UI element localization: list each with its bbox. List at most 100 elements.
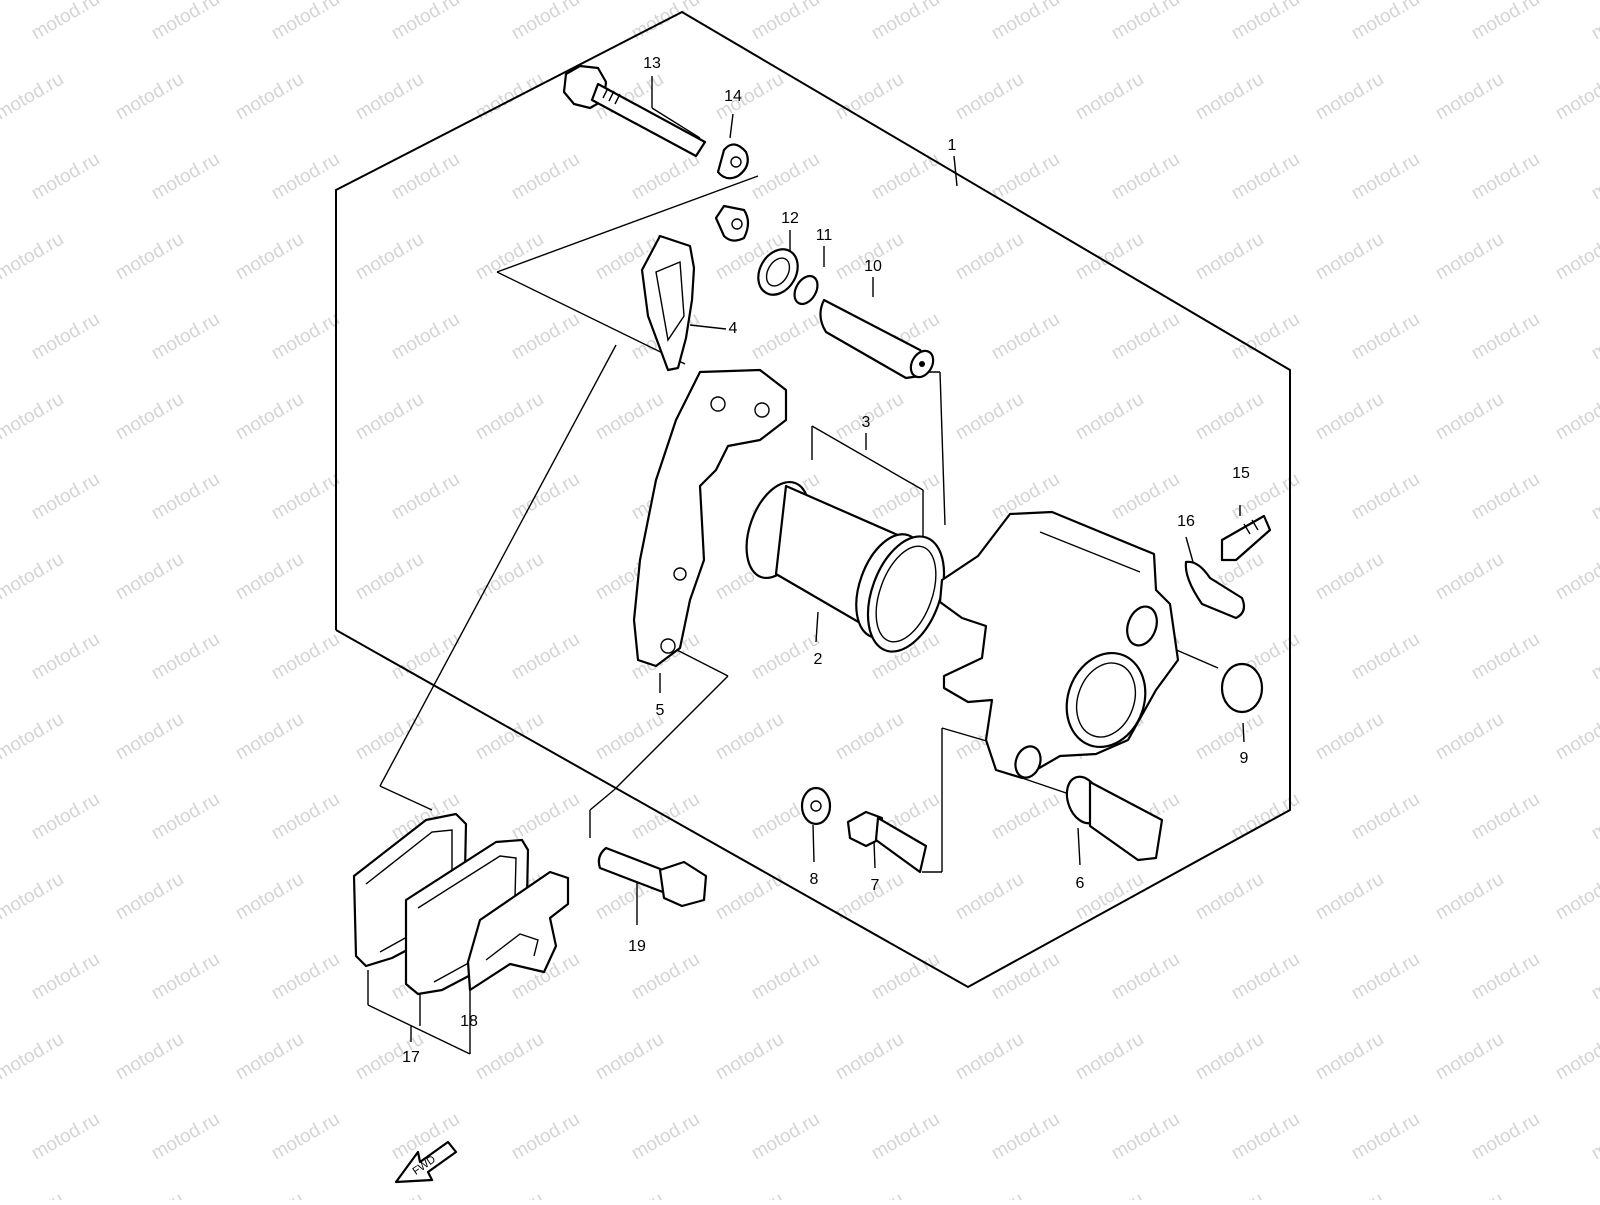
part-6-pin xyxy=(1065,775,1164,862)
watermark-text: motod.ru xyxy=(988,149,1063,205)
watermark-text: motod.ru xyxy=(1588,0,1600,44)
watermark-text: motod.ru xyxy=(388,0,463,44)
watermark-text: motod.ru xyxy=(1588,309,1600,365)
watermark-text: motod.ru xyxy=(952,869,1027,925)
watermark-text: motod.ru xyxy=(148,309,223,365)
watermark-text: motod.ru xyxy=(1552,1189,1600,1200)
part-4-bracket-plate xyxy=(640,234,696,372)
watermark-text: motod.ru xyxy=(868,469,943,525)
watermark-text: motod.ru xyxy=(1192,1029,1267,1085)
watermark-text: motod.ru xyxy=(628,949,703,1005)
watermark-text: motod.ru xyxy=(268,789,343,845)
watermark-text: motod.ru xyxy=(148,789,223,845)
watermark-text: motod.ru xyxy=(268,309,343,365)
callout-labels: 1 2 3 4 5 6 7 8 9 10 11 12 13 14 15 16 1… xyxy=(402,55,1250,1066)
watermark-text: motod.ru xyxy=(952,1029,1027,1085)
watermark-text: motod.ru xyxy=(1432,1189,1507,1200)
watermark-text: motod.ru xyxy=(28,949,103,1005)
watermark-text: motod.ru xyxy=(508,789,583,845)
watermark-text: motod.ru xyxy=(508,149,583,205)
watermark-text: motod.ru xyxy=(352,389,427,445)
watermark-text: motod.ru xyxy=(832,69,907,125)
watermark-text: motod.ru xyxy=(1228,0,1303,44)
watermark-text: motod.ru xyxy=(1348,0,1423,44)
part-10-pin xyxy=(819,298,935,380)
watermark-text: motod.ru xyxy=(952,389,1027,445)
watermark-text: motod.ru xyxy=(1312,709,1387,765)
watermark-text: motod.ru xyxy=(112,869,187,925)
watermark-text: motod.ru xyxy=(1552,869,1600,925)
watermark-text: motod.ru xyxy=(952,1189,1027,1200)
watermark-text: motod.ru xyxy=(1468,949,1543,1005)
watermark-text: motod.ru xyxy=(1348,469,1423,525)
callout-4: 4 xyxy=(729,320,738,337)
watermark-text: motod.ru xyxy=(1348,949,1423,1005)
callout-2: 2 xyxy=(814,651,823,668)
watermark-text: motod.ru xyxy=(832,1029,907,1085)
watermark-text: motod.ru xyxy=(28,1109,103,1165)
watermark-text: motod.ru xyxy=(148,1109,223,1165)
watermark-text: motod.ru xyxy=(28,309,103,365)
watermark-text: motod.ru xyxy=(268,629,343,685)
watermark-text: motod.ru xyxy=(1312,229,1387,285)
watermark-text: motod.ru xyxy=(1432,549,1507,605)
watermark-text: motod.ru xyxy=(1312,1189,1387,1200)
part-11-washer xyxy=(793,274,819,306)
watermark-text: motod.ru xyxy=(1072,1029,1147,1085)
watermark-text: motod.ru xyxy=(832,229,907,285)
watermark-text: motod.ru xyxy=(232,229,307,285)
watermark-text: motod.ru xyxy=(1432,1029,1507,1085)
watermark-text: motod.ru xyxy=(1192,69,1267,125)
watermark-text: motod.ru xyxy=(1192,389,1267,445)
watermark-text: motod.ru xyxy=(508,0,583,44)
watermark-text: motod.ru xyxy=(388,469,463,525)
callout-9: 9 xyxy=(1240,750,1249,767)
watermark-text: motod.ru xyxy=(1108,0,1183,44)
part-18-pad-spring xyxy=(466,870,570,992)
watermark-text: motod.ru xyxy=(388,309,463,365)
callout-17: 17 xyxy=(402,1049,420,1066)
watermark-text: motod.ru xyxy=(148,469,223,525)
watermark-text: motod.ru xyxy=(1072,389,1147,445)
watermark-text: motod.ru xyxy=(472,69,547,125)
watermark-text: motod.ru xyxy=(0,389,67,445)
watermark-text: motod.ru xyxy=(1192,709,1267,765)
watermark-text: motod.ru xyxy=(1228,149,1303,205)
watermark-text: motod.ru xyxy=(1312,1029,1387,1085)
watermark-text: motod.ru xyxy=(1588,469,1600,525)
watermark-text: motod.ru xyxy=(952,69,1027,125)
watermark-text: motod.ru xyxy=(1228,1109,1303,1165)
watermark-text: motod.ru xyxy=(112,1189,187,1200)
watermark-text: motod.ru xyxy=(1432,389,1507,445)
watermark-text: motod.ru xyxy=(988,0,1063,44)
watermark-text: motod.ru xyxy=(1072,229,1147,285)
callout-16: 16 xyxy=(1177,513,1195,530)
watermark-text: motod.ru xyxy=(268,149,343,205)
watermark-text: motod.ru xyxy=(1432,69,1507,125)
watermark-text: motod.ru xyxy=(352,1189,427,1200)
watermark-text: motod.ru xyxy=(1108,469,1183,525)
watermark-text: motod.ru xyxy=(1108,1109,1183,1165)
watermark-text: motod.ru xyxy=(472,1029,547,1085)
watermark-text: motod.ru xyxy=(1588,949,1600,1005)
watermark-text: motod.ru xyxy=(28,469,103,525)
watermark-text: motod.ru xyxy=(1228,949,1303,1005)
watermark-text: motod.ru xyxy=(0,229,67,285)
watermark-text: motod.ru xyxy=(628,1109,703,1165)
callout-19: 19 xyxy=(628,938,646,955)
callout-15: 15 xyxy=(1232,465,1250,482)
watermark-text: motod.ru xyxy=(1588,149,1600,205)
watermark-text: motod.ru xyxy=(832,1189,907,1200)
watermark-text: motod.ru xyxy=(592,1029,667,1085)
watermark-text: motod.ru xyxy=(0,869,67,925)
watermark-text: motod.ru xyxy=(148,0,223,44)
callout-6: 6 xyxy=(1076,875,1085,892)
callout-3: 3 xyxy=(862,414,871,431)
leader-lines xyxy=(367,76,1245,1055)
part-1-caliper-body xyxy=(938,510,1180,780)
watermark-text: motod.ru xyxy=(1468,789,1543,845)
watermark-text: motod.ru xyxy=(28,629,103,685)
